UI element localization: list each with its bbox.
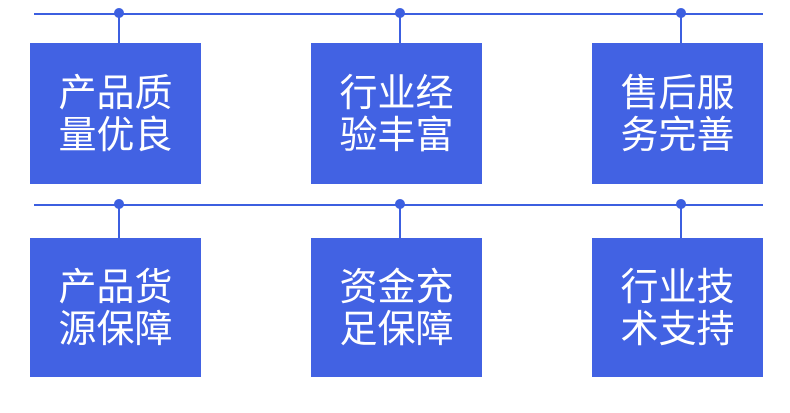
connector-line (117, 204, 120, 238)
connector-line (679, 204, 682, 238)
feature-text-line: 务完善 (620, 112, 735, 157)
feature-text-line: 行业经 (339, 70, 454, 115)
feature-box-product-supply: 产品货 源保障 (30, 238, 201, 377)
feature-text-line: 术支持 (620, 306, 735, 351)
connector-line (398, 204, 401, 238)
connector-line (117, 13, 120, 43)
feature-text-line: 行业技 (620, 264, 735, 309)
feature-text-line: 售后服 (620, 70, 735, 115)
feature-text-line: 产品质 (58, 70, 173, 115)
feature-box-technical-support: 行业技 术支持 (592, 238, 763, 377)
feature-text-line: 量优良 (58, 112, 173, 157)
feature-text-line: 产品货 (58, 264, 173, 309)
feature-box-sufficient-funds: 资金充 足保障 (311, 238, 482, 377)
feature-text-line: 足保障 (339, 306, 454, 351)
feature-box-product-quality: 产品质 量优良 (30, 43, 201, 184)
feature-text-line: 源保障 (58, 306, 173, 351)
feature-text-line: 验丰富 (339, 112, 454, 157)
feature-text-line: 资金充 (339, 264, 454, 309)
connector-line (679, 13, 682, 43)
connector-line (398, 13, 401, 43)
feature-box-industry-experience: 行业经 验丰富 (311, 43, 482, 184)
feature-box-after-sales-service: 售后服 务完善 (592, 43, 763, 184)
